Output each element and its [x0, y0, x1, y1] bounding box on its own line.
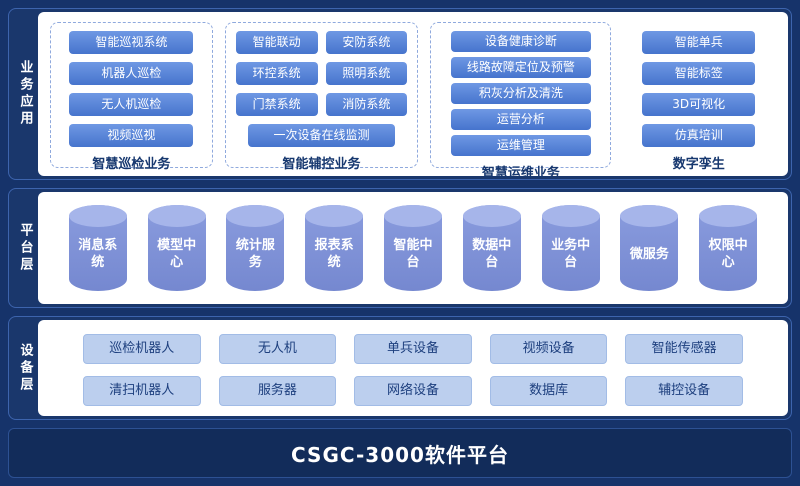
cylinder-top — [226, 205, 285, 227]
app-button[interactable]: 视频巡视 — [69, 124, 194, 147]
device-button[interactable]: 辅控设备 — [625, 376, 743, 406]
app-button[interactable]: 运维管理 — [450, 135, 591, 156]
platform-cylinder: 微服务 — [620, 205, 679, 291]
app-button[interactable]: 智能单兵 — [642, 31, 756, 54]
platform-cylinder: 消息系统 — [68, 205, 127, 291]
cylinder-top — [305, 205, 364, 227]
app-button[interactable]: 门禁系统 — [235, 93, 318, 116]
device-button[interactable]: 无人机 — [218, 334, 337, 364]
device-button[interactable]: 清扫机器人 — [83, 376, 201, 406]
button-stack: 智能单兵 智能标签 3D可视化 仿真培训 — [634, 31, 763, 147]
app-button[interactable]: 设备健康诊断 — [450, 31, 591, 52]
cylinder-top — [147, 205, 206, 227]
device-button[interactable]: 服务器 — [218, 376, 337, 406]
app-button[interactable]: 仿真培训 — [642, 124, 756, 147]
platform-cylinder: 业务中台 — [541, 205, 600, 291]
group-title-auxiliary-control: 智能辅控业务 — [282, 157, 361, 172]
cylinder-top — [541, 205, 600, 227]
platform-cylinder: 模型中心 — [147, 205, 206, 291]
device-layer-label: 设备层 — [17, 342, 33, 394]
cylinder-label: 消息系统 — [78, 238, 118, 270]
platform-cylinder: 权限中心 — [699, 205, 758, 291]
business-layer-label: 业务应用 — [17, 60, 33, 128]
button-stack: 智能巡视系统 机器人巡检 无人机巡检 视频巡视 — [61, 31, 202, 147]
app-button[interactable]: 无人机巡检 — [69, 93, 194, 116]
group-auxiliary-control: 智能联动 安防系统 环控系统 照明系统 门禁系统 消防系统 一次设备在线监测 智… — [224, 22, 419, 172]
platform-layer-band: 平台层 消息系统 模型中心 统计服务 报表系统 智能中台 — [8, 188, 792, 308]
platform-cylinder: 智能中台 — [383, 205, 442, 291]
app-button[interactable]: 消防系统 — [325, 93, 408, 116]
cylinder-label: 业务中台 — [551, 238, 591, 270]
platform-layer-label: 平台层 — [17, 222, 33, 274]
app-button[interactable]: 智能联动 — [235, 31, 318, 54]
cylinder-top — [462, 205, 521, 227]
platform-cylinder: 报表系统 — [305, 205, 364, 291]
device-button[interactable]: 视频设备 — [489, 334, 608, 364]
cylinder-top — [383, 205, 442, 227]
cylinder-top — [68, 205, 127, 227]
app-button[interactable]: 安防系统 — [325, 31, 408, 54]
cylinder-label: 微服务 — [629, 246, 669, 262]
button-stack: 设备健康诊断 线路故障定位及预警 积灰分析及清洗 运营分析 运维管理 — [441, 31, 600, 156]
business-layer-panel: 智能巡视系统 机器人巡检 无人机巡检 视频巡视 智慧巡检业务 智能联动 安防系统… — [38, 12, 788, 181]
group-smart-inspection: 智能巡视系统 机器人巡检 无人机巡检 视频巡视 智慧巡检业务 — [50, 22, 213, 172]
app-button[interactable]: 运营分析 — [450, 109, 591, 130]
app-button[interactable]: 积灰分析及清洗 — [450, 83, 591, 104]
app-button[interactable]: 3D可视化 — [642, 93, 756, 116]
group-title-smart-operations: 智慧运维业务 — [481, 166, 560, 181]
device-button[interactable]: 单兵设备 — [354, 334, 472, 364]
button-grid: 智能联动 安防系统 环控系统 照明系统 门禁系统 消防系统 一次设备在线监测 — [235, 31, 408, 147]
device-button[interactable]: 巡检机器人 — [83, 334, 201, 364]
app-button-wide[interactable]: 一次设备在线监测 — [247, 124, 396, 147]
app-button[interactable]: 智能标签 — [642, 62, 756, 85]
cylinder-top — [620, 205, 679, 227]
cylinder-top — [699, 205, 758, 227]
cylinder-label: 统计服务 — [235, 238, 275, 270]
device-layer-band: 设备层 巡检机器人 无人机 单兵设备 视频设备 智能传感器 清扫机器人 服务器 … — [8, 316, 792, 420]
device-layer-panel: 巡检机器人 无人机 单兵设备 视频设备 智能传感器 清扫机器人 服务器 网络设备… — [38, 320, 788, 416]
cylinder-label: 权限中心 — [708, 238, 748, 270]
cylinder-label: 模型中心 — [157, 238, 197, 270]
cylinder-label: 智能中台 — [393, 238, 433, 270]
platform-title: CSGC-3000软件平台 — [291, 442, 509, 467]
group-title-smart-inspection: 智慧巡检业务 — [92, 157, 171, 172]
platform-cylinder: 统计服务 — [226, 205, 285, 291]
app-button[interactable]: 机器人巡检 — [69, 62, 194, 85]
app-button[interactable]: 照明系统 — [325, 62, 408, 85]
app-button[interactable]: 线路故障定位及预警 — [450, 57, 591, 78]
cylinder-label: 报表系统 — [314, 238, 354, 270]
platform-layer-panel: 消息系统 模型中心 统计服务 报表系统 智能中台 数据中台 — [38, 192, 788, 304]
group-title-digital-twin: 数字孪生 — [672, 157, 725, 172]
device-button[interactable]: 网络设备 — [354, 376, 472, 406]
platform-title-bar: CSGC-3000软件平台 — [8, 428, 792, 478]
cylinder-label: 数据中台 — [472, 238, 512, 270]
device-button[interactable]: 智能传感器 — [625, 334, 743, 364]
app-button[interactable]: 环控系统 — [235, 62, 318, 85]
business-layer-band: 业务应用 智能巡视系统 机器人巡检 无人机巡检 视频巡视 智慧巡检业务 智能联动… — [8, 8, 792, 181]
platform-cylinder: 数据中台 — [462, 205, 521, 291]
group-digital-twin: 智能单兵 智能标签 3D可视化 仿真培训 数字孪生 — [623, 22, 774, 172]
group-smart-operations: 设备健康诊断 线路故障定位及预警 积灰分析及清洗 运营分析 运维管理 智慧运维业… — [430, 22, 612, 181]
app-button[interactable]: 智能巡视系统 — [69, 31, 194, 54]
device-button[interactable]: 数据库 — [489, 376, 608, 406]
